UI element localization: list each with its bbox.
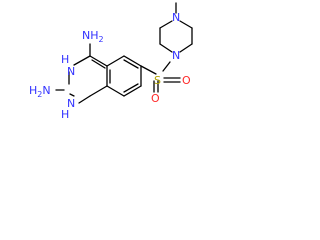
atom-label-n-pip-top: N xyxy=(172,11,180,24)
bonds xyxy=(55,2,193,104)
bond-c4a-c5 xyxy=(106,55,125,67)
atom-label-nh2-2: H2N xyxy=(29,84,51,99)
atom-label-oxygen-right: O xyxy=(182,74,191,87)
nh2-2-hydrogen: H xyxy=(29,84,37,97)
atom-label-sulfur: S xyxy=(154,74,161,87)
atom-label-n-pip-bottom: N xyxy=(172,49,180,62)
bond-c4-c4a-inner xyxy=(91,59,106,69)
bond-c4-n3 xyxy=(73,55,91,66)
bond-c5-c6 xyxy=(123,55,142,67)
bond-s-npip xyxy=(162,61,171,72)
atom-labels: NH2 H N H2N N H S O O N N xyxy=(29,11,191,121)
bond-pip-3 xyxy=(159,20,173,29)
atom-label-h-ring-top: H xyxy=(61,53,69,66)
bond-pip-6 xyxy=(179,43,193,53)
bond-pip-1 xyxy=(159,43,173,53)
atom-label-oxygen-left: O xyxy=(151,92,160,105)
atom-label-nh2-4: NH2 xyxy=(82,29,104,44)
bond-n1-c8a xyxy=(78,95,91,104)
atom-label-h-ring-bottom: H xyxy=(61,108,69,121)
atom-label-n-ring-top: N xyxy=(67,65,75,78)
bond-c8-c8a xyxy=(106,85,125,97)
bond-c8a-c4a xyxy=(89,85,108,97)
nh2-4-sub: 2 xyxy=(99,35,104,44)
bond-c2-n1 xyxy=(69,93,75,97)
bond-c6-s xyxy=(140,65,157,75)
structure-canvas: NH2 H N H2N N H S O O N N xyxy=(0,0,207,157)
bond-c5-c6-inner xyxy=(123,59,139,69)
nh2-2-sub: 2 xyxy=(37,90,42,99)
bond-c7-c8 xyxy=(123,85,142,97)
nh2-2-nitrogen: N xyxy=(42,84,50,97)
bond-c7-c8-inner xyxy=(123,83,139,93)
bond-pip-4 xyxy=(179,20,193,29)
nh2-4-hydrogen: H xyxy=(90,29,98,42)
chemical-structure-diagram: NH2 H N H2N N H S O O N N xyxy=(29,2,193,121)
nh2-4-nitrogen: N xyxy=(82,29,90,42)
bond-c4-c4a xyxy=(89,55,108,67)
atom-label-n-ring-bottom: N xyxy=(67,97,75,110)
